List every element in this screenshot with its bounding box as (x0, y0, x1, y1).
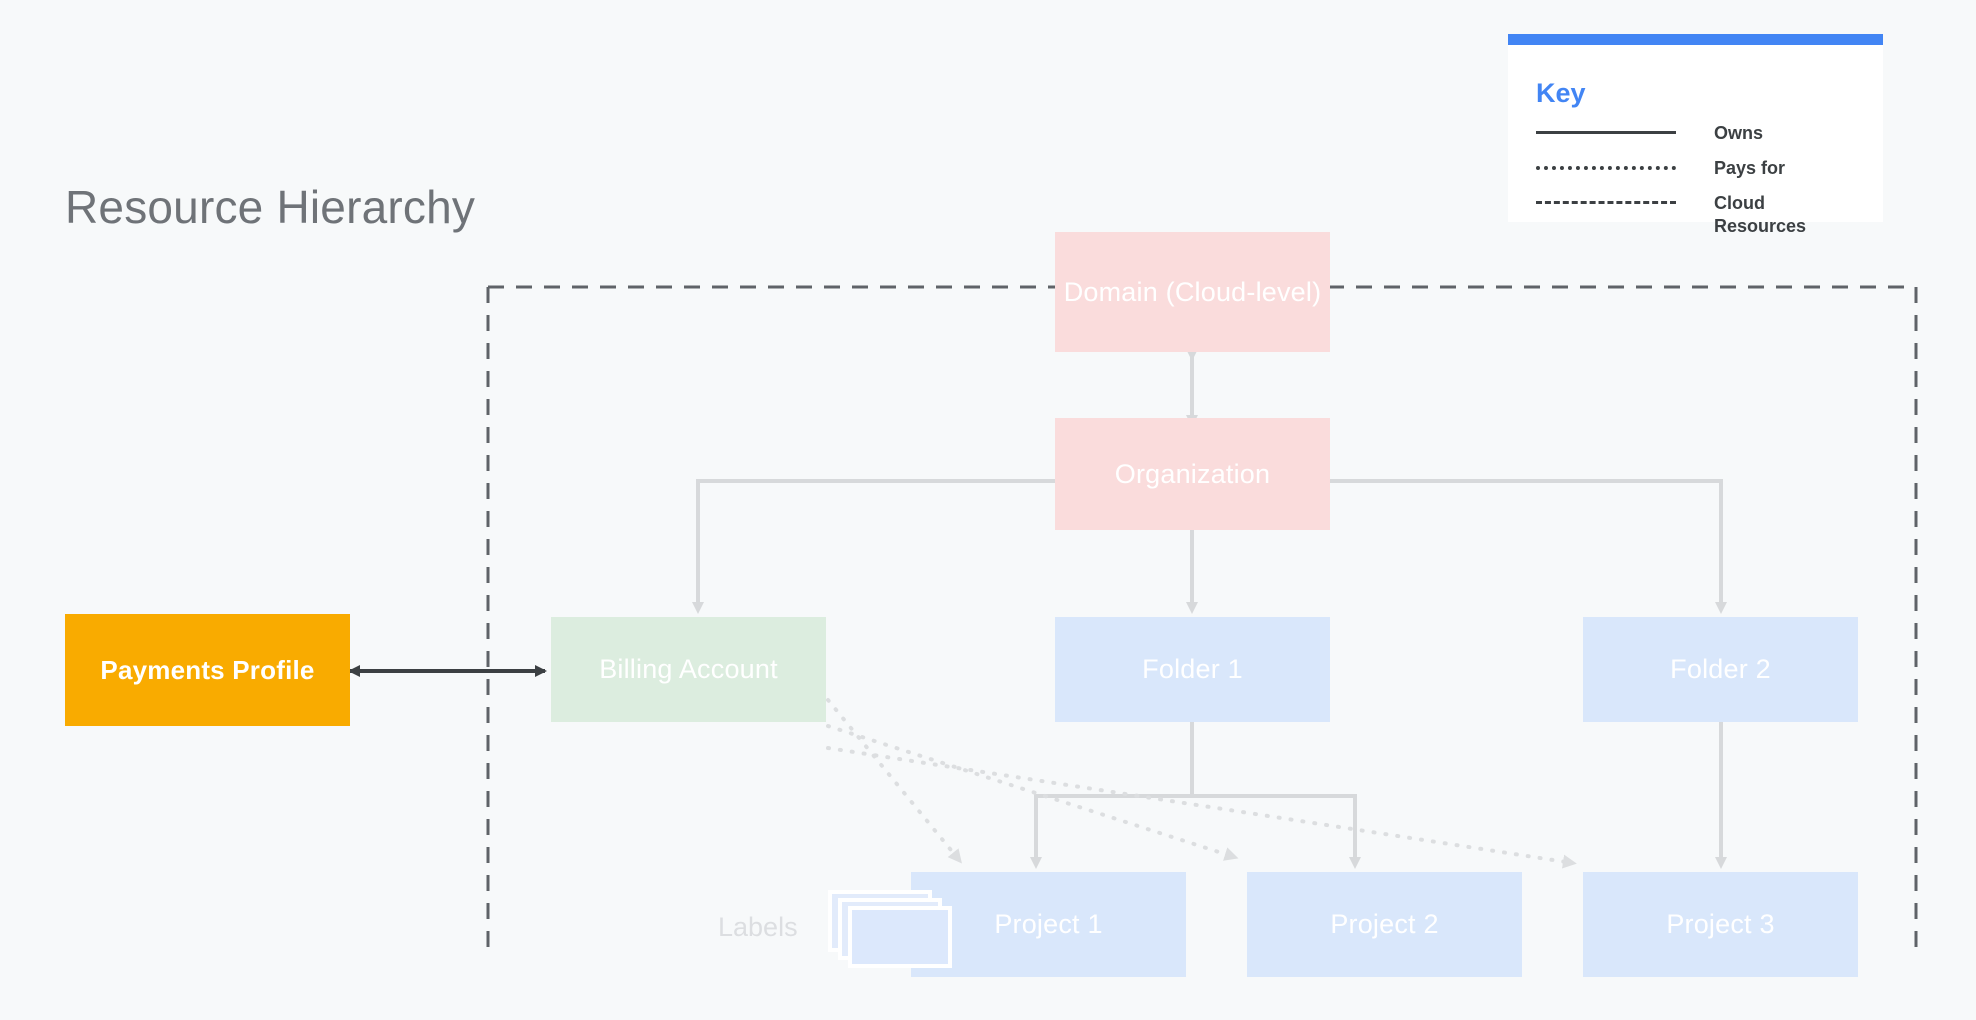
node-organization[interactable]: Organization (1055, 418, 1330, 530)
node-billing-account[interactable]: Billing Account (551, 617, 826, 722)
key-row-owns: Owns (1536, 122, 1866, 157)
key-label-cloud-resources: Cloud Resources (1714, 193, 1807, 236)
labels-caption: Labels (718, 912, 798, 942)
edge-folder-1-project-2 (1190, 722, 1361, 869)
key-label-pays-for: Pays for (1714, 158, 1786, 178)
key-label-owns: Owns (1714, 123, 1764, 143)
edge-billing-pays-project-2 (826, 724, 1239, 861)
dotted-line-icon (1536, 157, 1676, 177)
key-heading: Key (1536, 78, 1586, 108)
node-folder-1[interactable]: Folder 1 (1055, 617, 1330, 722)
node-project-3[interactable]: Project 3 (1583, 872, 1858, 977)
key-row-list: Owns Pays for Cloud Resources (1536, 122, 1866, 236)
node-project-2[interactable]: Project 2 (1247, 872, 1522, 977)
key-legend: Key Owns Pays for Cloud Resources (1508, 34, 1883, 236)
page-title: Resource Hierarchy (65, 181, 476, 233)
key-row-pays-for: Pays for (1536, 157, 1866, 192)
edge-billing-pays-project-3 (826, 746, 1577, 869)
solid-line-icon (1536, 122, 1676, 142)
node-folder-2[interactable]: Folder 2 (1583, 617, 1858, 722)
dashed-line-icon (1536, 192, 1676, 212)
key-row-cloud-resources: Cloud Resources (1536, 192, 1866, 236)
key-accent-bar (1508, 34, 1883, 45)
edge-billing-pays-project-1 (826, 698, 962, 864)
edge-folder-1-project-1 (1030, 722, 1194, 869)
node-payments-profile[interactable]: Payments Profile (65, 614, 350, 726)
node-domain[interactable]: Domain (Cloud-level) (1055, 232, 1330, 352)
labels-stack-icon (828, 890, 958, 970)
